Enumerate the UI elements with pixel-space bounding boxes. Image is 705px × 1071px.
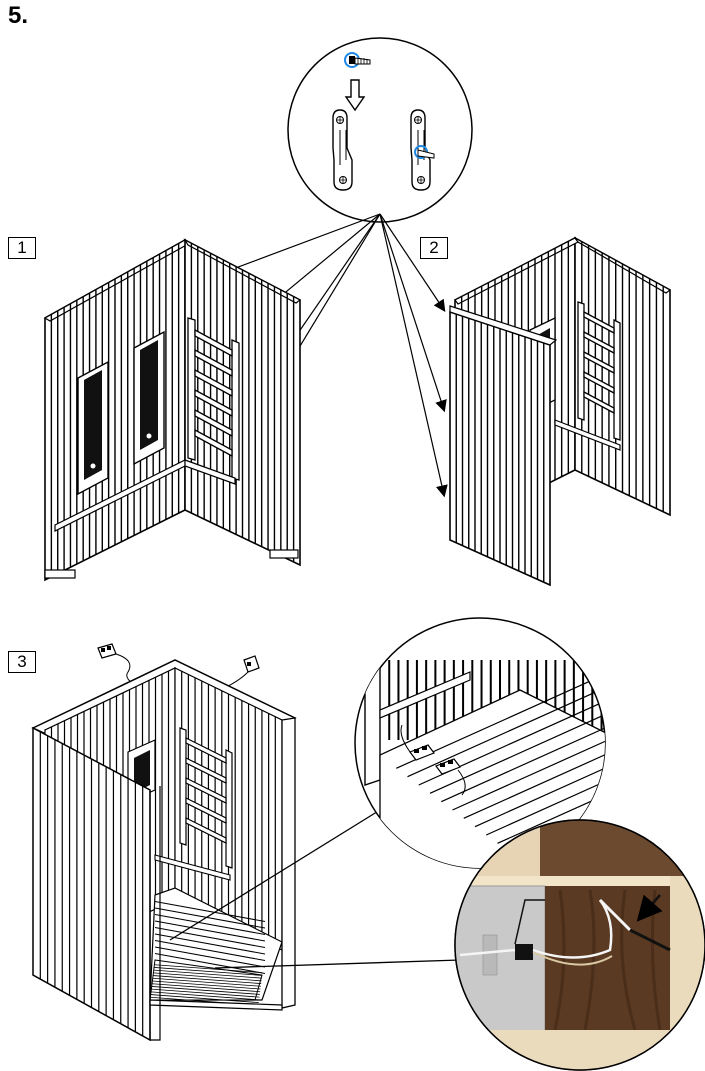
floor-slat (407, 686, 605, 778)
floor-slat (154, 940, 266, 961)
floor-slat (151, 988, 260, 998)
panel-2-walls (449, 236, 672, 587)
floor-slat (152, 977, 261, 987)
floor-slat (154, 927, 266, 948)
floor-slat (151, 986, 260, 995)
panel-1-walls (43, 238, 302, 582)
floor-slat (153, 972, 262, 982)
panel-label-3: 3 (8, 651, 36, 673)
floor-slat (154, 907, 266, 929)
leader-lines-zoom (169, 809, 461, 969)
floor-slat (154, 953, 266, 974)
heater-ladder-1 (187, 317, 240, 481)
bracket-left (332, 109, 353, 191)
floor-slat (452, 719, 605, 811)
floor-grate (149, 887, 283, 1006)
floor-slat (154, 964, 263, 974)
bracket-detail (287, 37, 473, 223)
detail-circle (287, 37, 473, 223)
panel-label-2: 2 (420, 237, 448, 259)
floor-slat (154, 967, 263, 976)
floor-slat (153, 969, 262, 979)
panel-label-1: 1 (8, 237, 36, 259)
heater-panel-2 (133, 330, 165, 466)
bracket-right (410, 109, 435, 191)
floor-slat (486, 744, 605, 836)
floor-slat (441, 711, 605, 803)
step-number: 5. (8, 2, 29, 29)
screw-icon (344, 52, 371, 68)
floor-slat (150, 994, 259, 1003)
floor-slat (151, 991, 260, 1001)
floor-slat (154, 901, 266, 922)
floor-slat (152, 980, 261, 990)
arrow-down-icon (344, 79, 366, 112)
heater-panel-1 (77, 360, 109, 496)
wiring-photo (454, 819, 705, 1071)
floor-slat (154, 914, 266, 935)
floor-slat (152, 983, 261, 993)
floor-slat (154, 920, 266, 942)
floor-slat (463, 727, 605, 819)
floor-slat (153, 975, 262, 984)
heater-ladder-2 (577, 301, 621, 441)
heater-ladder-3 (179, 727, 233, 869)
floor-slat (474, 736, 605, 828)
panel-3-cabin (31, 643, 297, 1042)
floor-slat (154, 946, 266, 968)
